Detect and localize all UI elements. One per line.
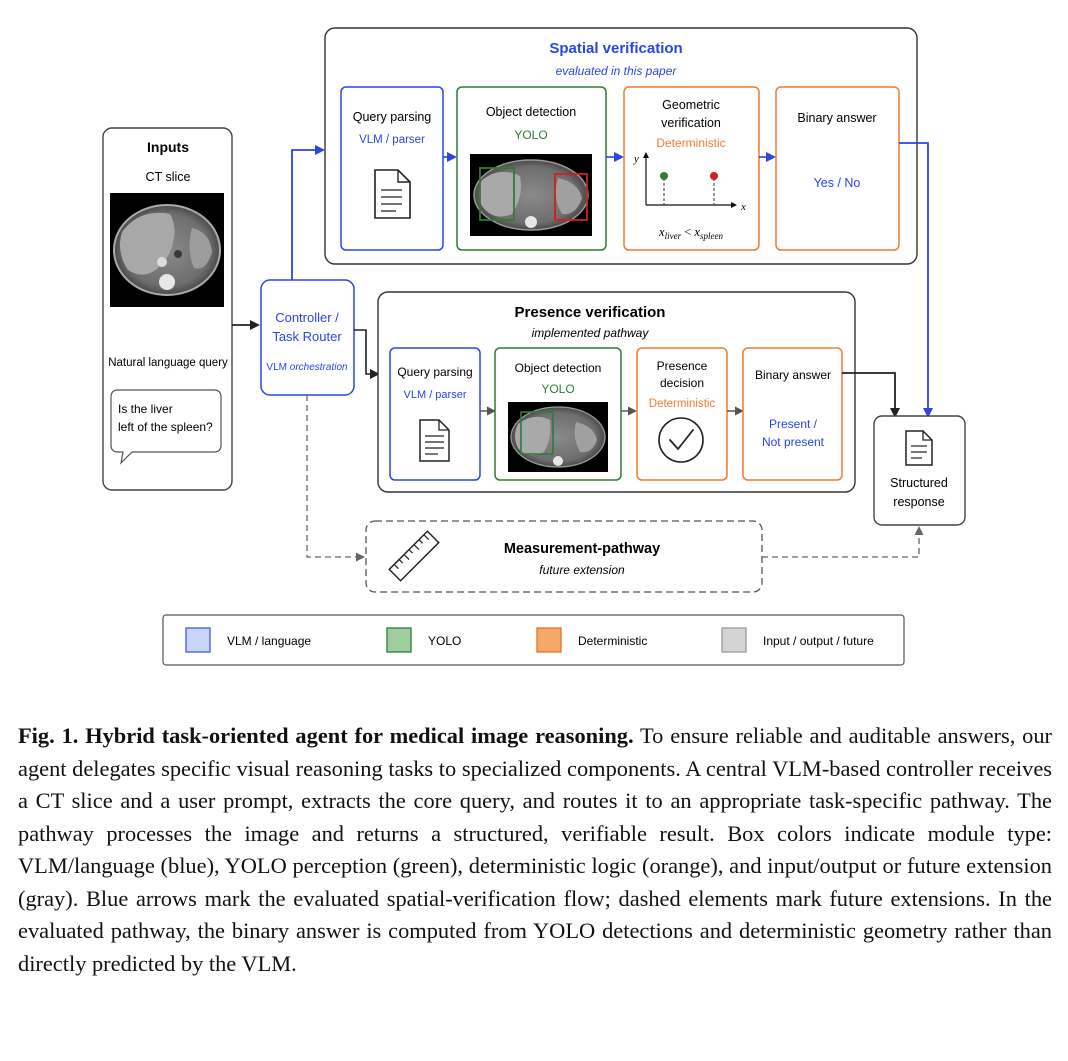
svg-text:y: y <box>633 153 639 165</box>
legend-label: Deterministic <box>578 634 647 648</box>
document-icon <box>419 419 450 462</box>
controller-line-1: Controller / <box>275 310 339 325</box>
svg-text:x: x <box>740 201 746 213</box>
checkmark-icon <box>658 417 704 463</box>
structured-line-1: Structured <box>890 476 948 490</box>
spatial-panel: Spatial verification evaluated in this p… <box>324 27 918 265</box>
spatial-subtitle: evaluated in this paper <box>556 64 678 78</box>
presence-decision-sub: Deterministic <box>649 398 716 410</box>
caption-text: To ensure reliable and auditable answers… <box>18 723 1052 976</box>
inputs-panel: Inputs CT slice Natural language query I… <box>102 127 233 491</box>
presence-detect-sub: YOLO <box>541 382 574 396</box>
presence-decision-line-2: decision <box>660 376 704 390</box>
presence-panel: Presence verification implemented pathwa… <box>377 291 856 493</box>
spatial-query-sub: VLM / parser <box>359 134 425 146</box>
spatial-geo-sub: Deterministic <box>656 136 725 150</box>
spatial-answer-box <box>775 86 900 251</box>
ruler-icon <box>388 530 440 582</box>
controller-box-group: Controller / Task Router VLM orchestrati… <box>260 279 355 396</box>
presence-detect-title: Object detection <box>515 361 602 375</box>
legend-item: Deterministic <box>536 627 647 653</box>
legend-swatch <box>721 627 747 653</box>
structured-response: Structured response <box>873 415 966 526</box>
presence-subtitle: implemented pathway <box>532 326 650 340</box>
speech-bubble <box>110 389 222 465</box>
spleen-dot <box>710 172 718 180</box>
arrow-controller-spatial <box>291 145 325 280</box>
ct-slice-label: CT slice <box>146 170 191 184</box>
nlq-label: Natural language query <box>108 357 228 369</box>
presence-answer-box <box>742 347 843 481</box>
arrow-measurement-structured <box>762 526 924 558</box>
query-line-2: left of the spleen? <box>118 420 213 434</box>
liver-dot <box>660 172 668 180</box>
measurement-panel: Measurement-pathway future extension <box>365 520 763 593</box>
arrow-controller-presence <box>354 329 380 379</box>
presence-answer-title: Binary answer <box>755 368 831 382</box>
spatial-geo-box <box>623 86 760 251</box>
geometry-plot-icon: y x <box>633 152 746 213</box>
presence-answer-line-1: Present / <box>769 417 818 431</box>
legend-label: VLM / language <box>227 634 311 648</box>
measurement-title: Measurement-pathway <box>504 541 660 557</box>
presence-query-sub: VLM / parser <box>404 389 467 401</box>
query-line-1: Is the liver <box>118 402 173 416</box>
spatial-geo-line-2: verification <box>661 116 721 130</box>
spatial-query-title: Query parsing <box>353 110 432 124</box>
structured-box <box>873 415 966 526</box>
legend-label: Input / output / future <box>763 634 874 648</box>
presence-query-box <box>389 347 481 481</box>
caption-bold: Fig. 1. Hybrid task-oriented agent for m… <box>18 723 634 748</box>
inputs-title: Inputs <box>147 139 189 155</box>
spatial-detect-title: Object detection <box>486 105 576 119</box>
controller-line-2: Task Router <box>272 329 342 344</box>
spatial-detect-sub: YOLO <box>514 128 547 142</box>
spatial-query-box <box>340 86 444 251</box>
pipeline-diagram: Inputs CT slice Natural language query I… <box>102 27 966 666</box>
legend: VLM / language YOLO Deterministic Input / o… <box>162 614 905 666</box>
legend-item: Input / output / future <box>721 627 874 653</box>
geo-formula: xliver < xspleen <box>658 225 723 241</box>
presence-query-title: Query parsing <box>397 365 472 379</box>
figure-caption: Fig. 1. Hybrid task-oriented agent for m… <box>18 720 1052 980</box>
presence-decision-line-1: Presence <box>657 359 708 373</box>
spatial-geo-line-1: Geometric <box>662 98 720 112</box>
document-icon <box>905 430 933 466</box>
spatial-answer-title: Binary answer <box>797 111 876 125</box>
arrow-presence-structured <box>842 372 900 418</box>
structured-line-2: response <box>893 495 944 509</box>
ct-detection-image <box>508 402 608 472</box>
measurement-subtitle: future extension <box>539 563 625 577</box>
ct-slice-image <box>110 193 224 307</box>
legend-swatch <box>185 627 211 653</box>
legend-swatch <box>536 627 562 653</box>
presence-title: Presence verification <box>515 304 666 321</box>
legend-box <box>162 614 905 666</box>
document-icon <box>374 169 411 219</box>
arrow-spatial-structured <box>899 142 933 418</box>
spatial-title: Spatial verification <box>549 40 682 57</box>
legend-swatch <box>386 627 412 653</box>
presence-answer-line-2: Not present <box>762 435 825 449</box>
ct-detection-image <box>470 154 592 236</box>
legend-item: VLM / language <box>185 627 311 653</box>
legend-label: YOLO <box>428 634 461 648</box>
legend-item: YOLO <box>386 627 461 653</box>
controller-sub: VLM orchestration <box>266 362 348 373</box>
arrow-controller-measurement <box>306 395 365 562</box>
spatial-answer-value: Yes / No <box>814 176 861 190</box>
